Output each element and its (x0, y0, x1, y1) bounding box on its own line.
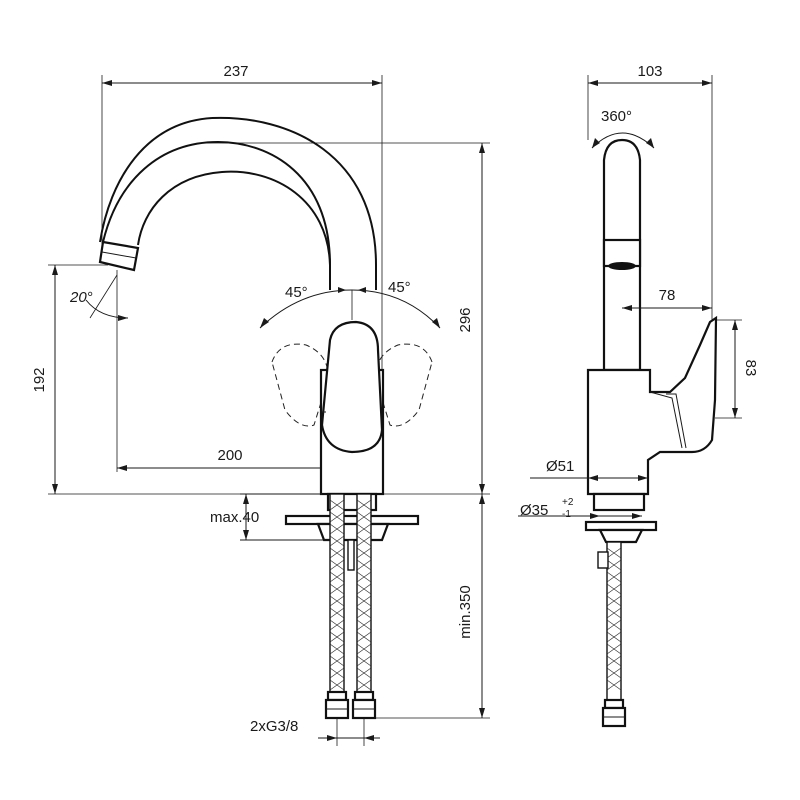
front-view: 237 192 296 200 20° (31, 63, 490, 746)
dim-lever-reach: 78 (659, 287, 676, 304)
dim-min-hose: min.350 (457, 585, 474, 638)
supply-hoses (324, 493, 377, 720)
dim-hole-diameter: Ø35 (520, 502, 548, 519)
dim-rotation: 360° (601, 108, 632, 125)
dim-lever-left: 45° (285, 284, 308, 301)
dim-hole-tol-minus: -1 (562, 509, 571, 520)
dim-overall-width: 237 (223, 63, 248, 80)
dim-base-diameter: Ø51 (546, 458, 574, 475)
dim-lever-right: 45° (388, 279, 411, 296)
dim-total-height: 296 (457, 307, 474, 332)
dim-connection: 2xG3/8 (250, 718, 298, 735)
dim-max-thickness: max.40 (210, 509, 259, 526)
dim-spout-angle: 20° (69, 289, 93, 306)
side-view: 103 360° 78 83 Ø51 (518, 63, 759, 728)
dim-lever-height: 83 (742, 360, 759, 377)
dim-hole-tol-plus: +2 (562, 497, 574, 508)
dim-reach: 200 (217, 447, 242, 464)
dim-spout-height: 192 (31, 367, 48, 392)
dim-side-width: 103 (637, 63, 662, 80)
